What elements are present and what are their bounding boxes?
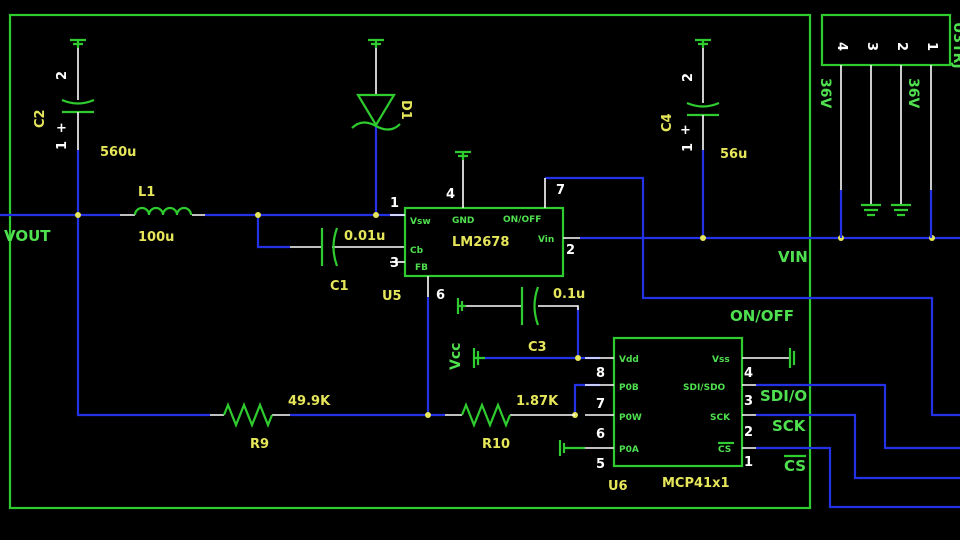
- svg-text:1: 1: [55, 141, 70, 150]
- wires: [0, 125, 960, 509]
- svg-text:4: 4: [446, 187, 455, 202]
- svg-text:+: +: [680, 123, 691, 138]
- net-label-vout: VOUT: [4, 227, 51, 245]
- svg-text:SCK: SCK: [710, 413, 731, 423]
- svg-text:1: 1: [390, 196, 399, 211]
- svg-text:56u: 56u: [720, 147, 747, 162]
- svg-text:2: 2: [894, 42, 909, 51]
- svg-text:2: 2: [566, 243, 575, 258]
- svg-text:ON/OFF: ON/OFF: [503, 215, 541, 225]
- resistor-r9: 49.9K R9: [210, 394, 331, 452]
- svg-text:36V: 36V: [817, 78, 833, 108]
- svg-text:P0B: P0B: [619, 383, 639, 393]
- svg-text:100u: 100u: [138, 230, 174, 245]
- svg-text:0.1u: 0.1u: [553, 287, 585, 302]
- svg-text:7: 7: [596, 397, 605, 412]
- svg-text:0.01u: 0.01u: [344, 229, 385, 244]
- svg-text:D1: D1: [398, 100, 413, 120]
- svg-text:Vss: Vss: [712, 355, 730, 365]
- inductor-l1: L1 100u: [120, 185, 205, 245]
- ic-u5-lm2678: Vsw GND ON/OFF Cb FB Vin LM2678 U5 1 3 4…: [382, 150, 580, 304]
- svg-text:3: 3: [390, 256, 399, 271]
- svg-text:P0W: P0W: [619, 413, 642, 423]
- svg-text:CS: CS: [718, 445, 731, 455]
- svg-text:1: 1: [924, 42, 939, 51]
- svg-text:Vcc: Vcc: [448, 343, 464, 370]
- svg-text:4: 4: [744, 366, 753, 381]
- svg-text:U5: U5: [382, 289, 402, 304]
- svg-text:LM2678: LM2678: [452, 235, 509, 250]
- svg-text:U3TRJ: U3TRJ: [950, 22, 960, 69]
- svg-text:C4: C4: [660, 113, 675, 132]
- connector-header: 4 3 2 1 36V 36V U3TRJ: [817, 13, 960, 238]
- svg-text:6: 6: [436, 288, 445, 303]
- net-label-onoff: ON/OFF: [730, 307, 794, 325]
- svg-text:3: 3: [864, 42, 879, 51]
- svg-text:5: 5: [596, 457, 605, 472]
- svg-text:8: 8: [596, 366, 605, 381]
- svg-text:R10: R10: [482, 437, 510, 452]
- svg-text:MCP41x1: MCP41x1: [662, 476, 730, 491]
- capacitor-c2: C2 2 1 + 560u: [33, 38, 136, 160]
- svg-text:SDI/SDO: SDI/SDO: [683, 383, 726, 393]
- capacitor-c1: 0.01u C1: [290, 227, 405, 294]
- svg-text:C2: C2: [33, 109, 48, 128]
- svg-text:Vdd: Vdd: [619, 355, 639, 365]
- ic-u6-mcp41x1: Vdd P0B P0W P0A Vss SDI/SDO SCK CS MCP41…: [558, 336, 796, 494]
- svg-text:2: 2: [55, 71, 70, 80]
- svg-text:36V: 36V: [905, 78, 921, 108]
- svg-text:U6: U6: [608, 479, 628, 494]
- vcc-power-symbol: Vcc: [448, 343, 485, 370]
- svg-text:1: 1: [744, 455, 753, 470]
- svg-text:GND: GND: [452, 216, 474, 226]
- svg-text:C1: C1: [330, 279, 349, 294]
- svg-text:1: 1: [681, 143, 696, 152]
- svg-text:Vsw: Vsw: [410, 217, 431, 227]
- net-label-sdio: SDI/O: [760, 387, 807, 405]
- diode-d1: D1: [351, 38, 413, 131]
- svg-text:R9: R9: [250, 437, 269, 452]
- svg-text:49.9K: 49.9K: [288, 394, 331, 409]
- svg-text:7: 7: [556, 183, 565, 198]
- net-labels: VOUT VIN ON/OFF SDI/O SCK CS: [4, 227, 808, 475]
- net-label-sck: SCK: [772, 417, 807, 435]
- svg-text:P0A: P0A: [619, 445, 639, 455]
- capacitor-c4: C4 2 1 + 56u: [660, 38, 747, 162]
- svg-text:560u: 560u: [100, 145, 136, 160]
- svg-text:1.87K: 1.87K: [516, 394, 559, 409]
- svg-text:2: 2: [744, 425, 753, 440]
- svg-text:4: 4: [834, 42, 849, 51]
- svg-text:Vin: Vin: [538, 235, 554, 245]
- net-label-cs: CS: [784, 457, 806, 475]
- svg-text:Cb: Cb: [410, 246, 424, 256]
- net-label-vin: VIN: [778, 248, 808, 266]
- capacitor-c3: 0.1u C3: [456, 286, 585, 355]
- svg-text:FB: FB: [415, 263, 428, 273]
- svg-text:6: 6: [596, 427, 605, 442]
- svg-text:C3: C3: [528, 340, 547, 355]
- svg-text:3: 3: [744, 394, 753, 409]
- svg-text:+: +: [56, 121, 67, 136]
- resistor-r10: 1.87K R10: [445, 394, 575, 452]
- sheet-border: [8, 13, 812, 510]
- svg-text:L1: L1: [138, 185, 155, 200]
- svg-text:2: 2: [681, 73, 696, 82]
